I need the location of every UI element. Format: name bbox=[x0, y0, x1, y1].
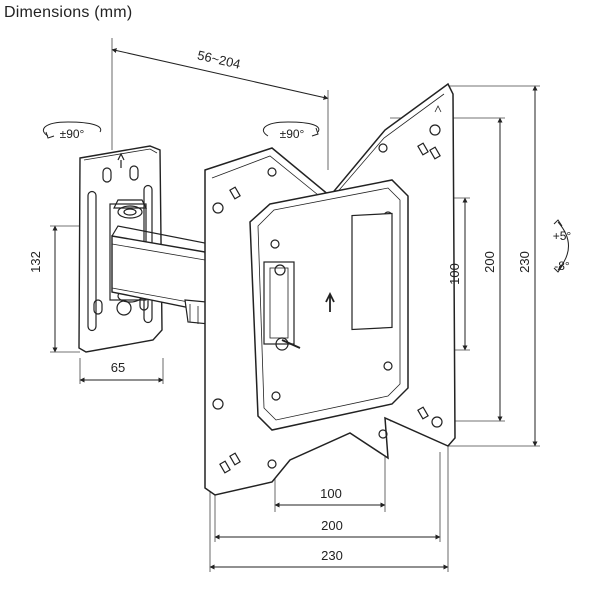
label-tilt-up: +5° bbox=[553, 229, 572, 243]
label-tilt-down: -8° bbox=[554, 259, 570, 273]
rotation-arrow-plate bbox=[263, 121, 320, 137]
label-bottom-230: 230 bbox=[321, 548, 343, 563]
label-vesa-outer: 230 bbox=[517, 251, 532, 273]
label-plate-rotation: ±90° bbox=[280, 127, 305, 141]
label-arm-reach: 56~204 bbox=[196, 47, 242, 71]
label-bottom-200: 200 bbox=[321, 518, 343, 533]
label-wall-swivel: ±90° bbox=[60, 127, 85, 141]
label-vesa-mid: 200 bbox=[482, 251, 497, 273]
diagram-title: Dimensions (mm) bbox=[4, 4, 133, 21]
dimension-lines bbox=[52, 48, 538, 570]
wall-plate bbox=[78, 145, 163, 353]
inner-plate bbox=[249, 179, 409, 431]
rotation-arrow-wall bbox=[43, 121, 102, 139]
tilt-arrow bbox=[553, 219, 569, 273]
label-wall-plate-width: 65 bbox=[111, 360, 125, 375]
label-wall-plate-height: 132 bbox=[28, 251, 43, 273]
label-vesa-inner: 100 bbox=[447, 263, 462, 285]
label-bottom-100: 100 bbox=[320, 486, 342, 501]
dim-line-arm-reach bbox=[111, 48, 329, 100]
